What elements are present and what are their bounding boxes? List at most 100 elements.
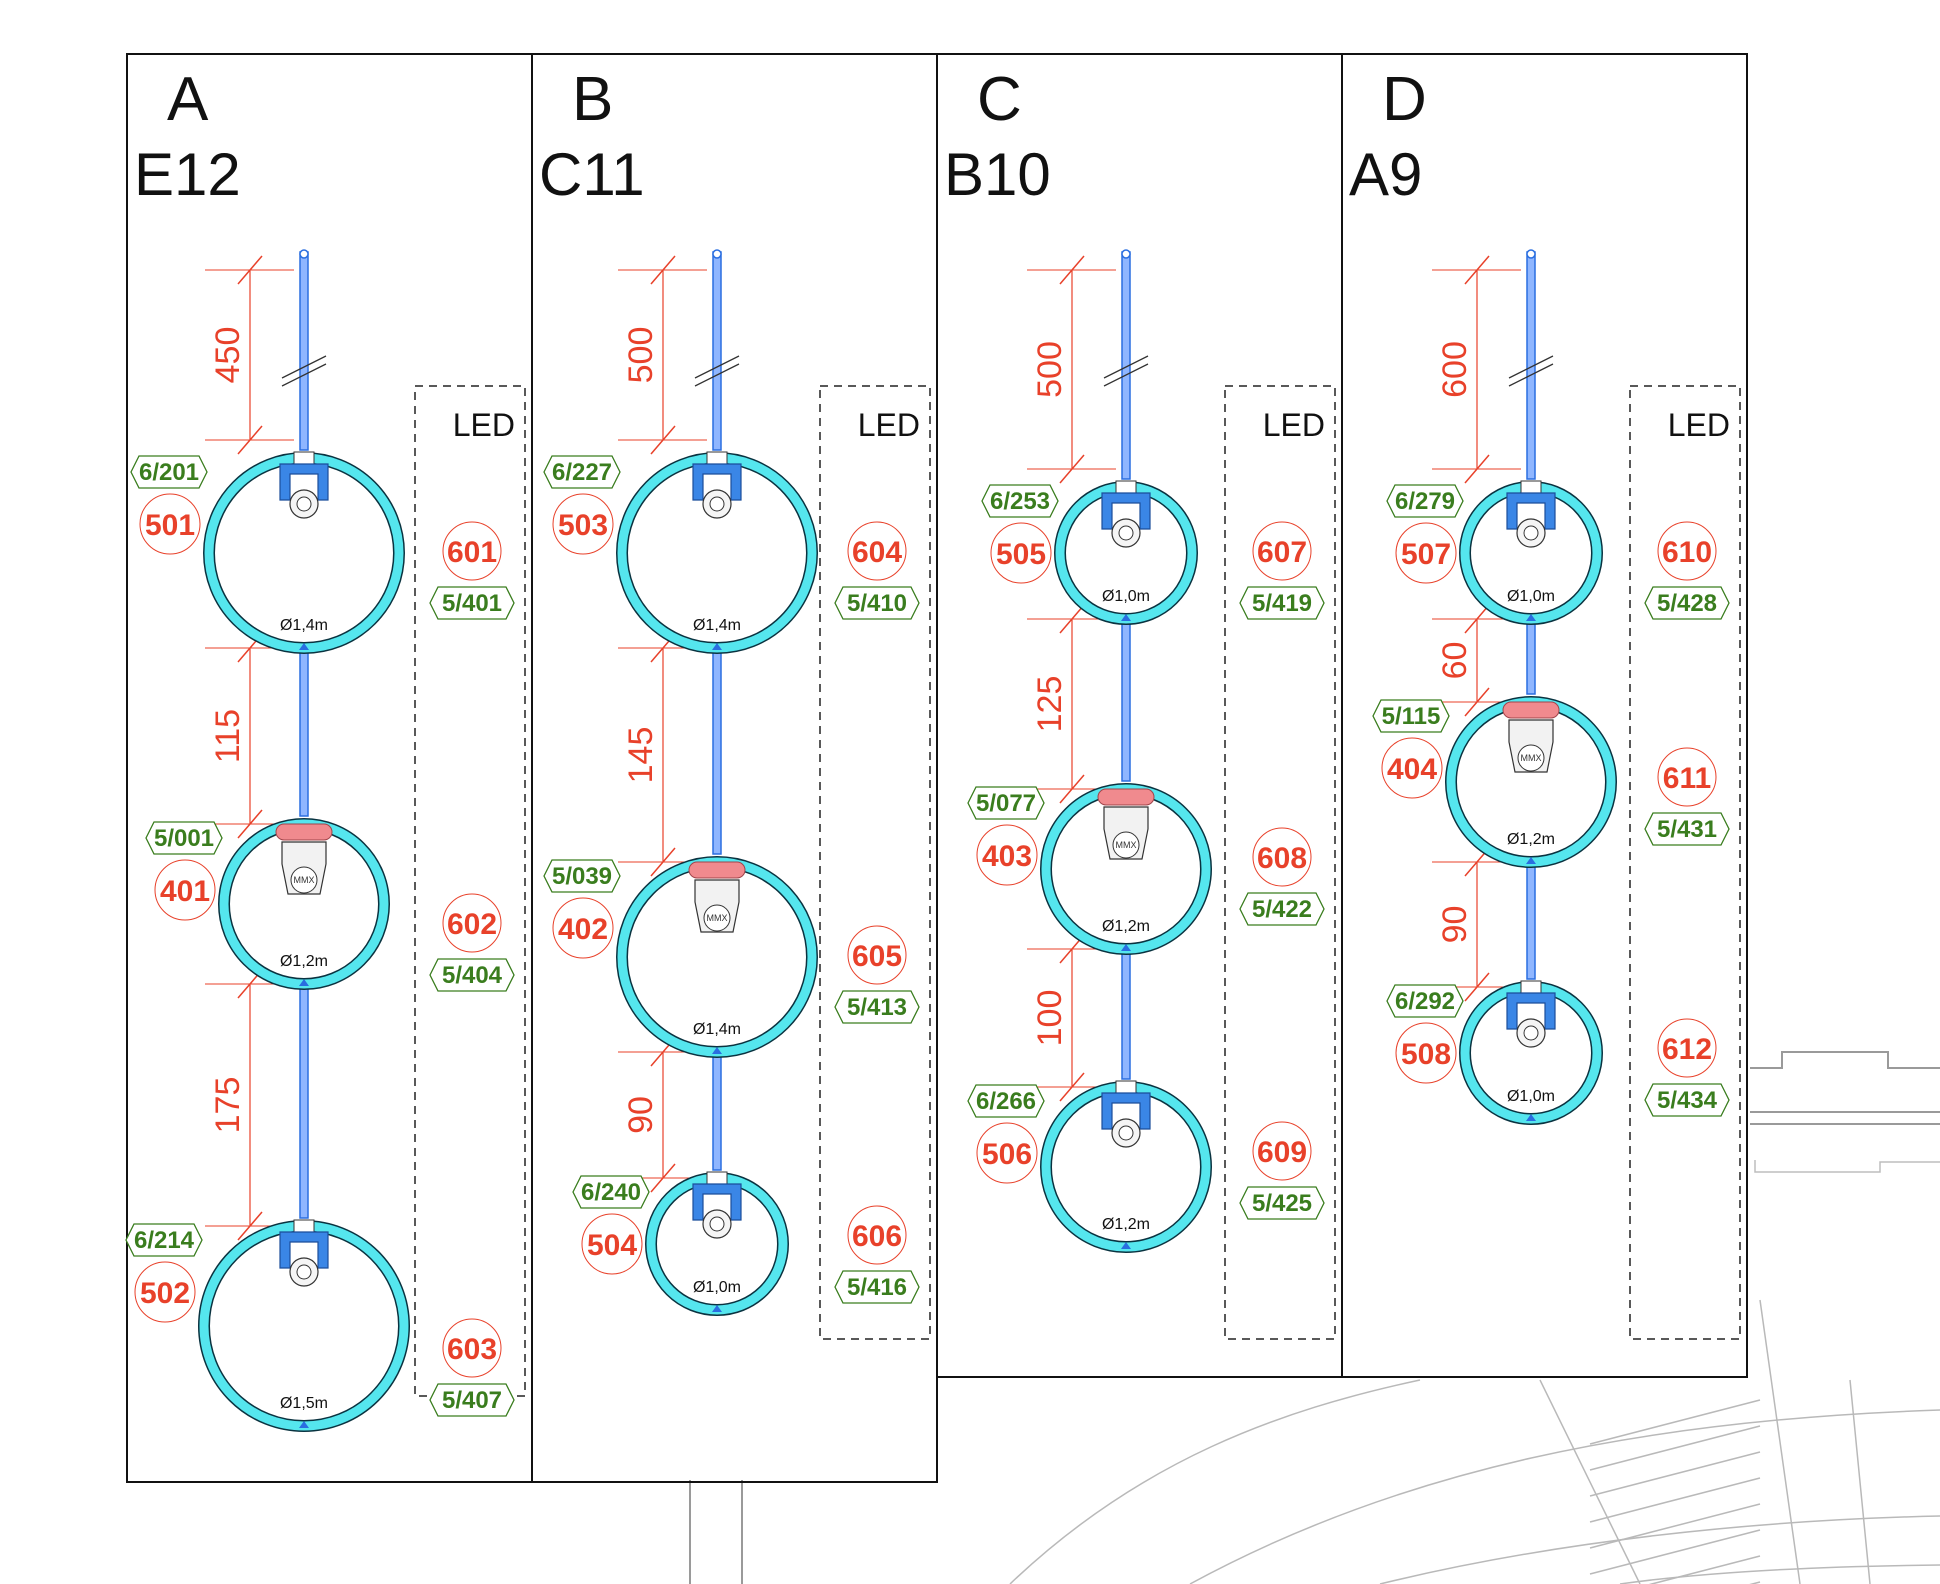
panel-code: B10 xyxy=(944,141,1051,208)
dimension-tick xyxy=(650,425,676,455)
address-tag: 6/279 xyxy=(1386,484,1464,518)
dimension-line: 450 xyxy=(205,255,294,455)
fixture-number-circle xyxy=(976,824,1038,886)
dimension-line: 500 xyxy=(618,255,707,455)
dimension-line: 90 xyxy=(618,1037,707,1193)
address-tag-text: 6/227 xyxy=(552,459,612,486)
clamp xyxy=(293,451,315,465)
fixture-number-text: 506 xyxy=(982,1138,1032,1171)
clamp xyxy=(706,451,728,465)
address-tag-shape xyxy=(572,1175,650,1209)
clamp xyxy=(1520,480,1542,494)
fixture-number-text: 403 xyxy=(982,840,1032,873)
panel-b: BC1150014590Ø1,4m6/227503Ø1,4mMMX5/03940… xyxy=(531,53,938,1483)
address-tag-shape xyxy=(1386,484,1464,518)
dimension-label: 115 xyxy=(209,709,247,763)
dimension-tick xyxy=(1464,454,1490,484)
clamp xyxy=(706,1171,728,1185)
address-tag-text: 6/201 xyxy=(139,459,199,486)
led-number-text: 601 xyxy=(447,536,497,569)
truss-pipe xyxy=(712,251,722,451)
address-tag-text: 6/214 xyxy=(134,1227,195,1254)
ring-diameter-label: Ø1,0m xyxy=(693,1279,741,1296)
panel-border xyxy=(126,53,533,1483)
wall-line xyxy=(689,1480,743,1584)
lens-inner xyxy=(1523,1025,1539,1041)
address-tag-text: 6/266 xyxy=(976,1088,1036,1115)
head-lens xyxy=(1112,831,1140,859)
mmx-fixture-icon: MMX xyxy=(1097,788,1155,860)
break-symbol xyxy=(281,355,327,379)
dimension-tick xyxy=(237,1211,263,1241)
wash-fixture-icon xyxy=(279,451,329,519)
arc-line xyxy=(1379,1515,1940,1584)
led-number-circle xyxy=(442,1318,502,1378)
address-tag: 6/292 xyxy=(1386,984,1464,1018)
led-address-tag-text: 5/407 xyxy=(442,1387,502,1414)
address-tag: 6/266 xyxy=(967,1084,1045,1118)
led-number-text: 611 xyxy=(1663,762,1711,795)
panel-c: CB10500125100Ø1,0m6/253505Ø1,2mMMX5/0774… xyxy=(936,53,1343,1378)
panel-a: AE12450115175Ø1,4m6/201501Ø1,2mMMX5/0014… xyxy=(125,53,533,1483)
yoke xyxy=(1506,492,1556,530)
ring-diameter-label: Ø1,0m xyxy=(1507,1088,1555,1105)
address-tag-shape xyxy=(1386,984,1464,1018)
fixture-number-circle xyxy=(1395,1022,1457,1084)
led-address-tag-shape xyxy=(429,1383,515,1417)
led-address-tag-text: 5/422 xyxy=(1252,896,1312,923)
led-number-circle xyxy=(1252,521,1312,581)
panels-layer: AE12450115175Ø1,4m6/201501Ø1,2mMMX5/0014… xyxy=(125,53,1748,1483)
led-number-circle xyxy=(442,521,502,581)
led-address-tag-text: 5/401 xyxy=(442,590,502,617)
dimension-label: 500 xyxy=(622,327,660,384)
seat-row-line xyxy=(1648,1555,1761,1584)
mmx-label: MMX xyxy=(294,875,315,885)
hook-marker xyxy=(1121,944,1131,951)
led-address-tag-shape xyxy=(1239,586,1325,620)
wall-line xyxy=(1754,1160,1940,1173)
seat-row-line xyxy=(1589,1503,1761,1549)
dimension-tick xyxy=(237,425,263,455)
wall-line xyxy=(1750,1051,1940,1069)
panel-letter: C xyxy=(977,65,1022,134)
led-number-text: 612 xyxy=(1662,1033,1712,1066)
address-tag-text: 5/001 xyxy=(154,825,214,852)
dimension-label: 90 xyxy=(1436,906,1474,944)
yoke xyxy=(1101,1092,1151,1130)
head-lens xyxy=(1517,744,1545,772)
lens-inner xyxy=(709,496,725,512)
fixture-number-circle xyxy=(1381,737,1443,799)
arc-line xyxy=(1009,1379,1421,1584)
break-symbol xyxy=(1103,363,1149,387)
wash-fixture-icon xyxy=(692,1171,742,1239)
pipe-cap xyxy=(299,249,309,259)
led-address-tag-text: 5/404 xyxy=(442,962,503,989)
lens-inner xyxy=(1118,1125,1134,1141)
yoke xyxy=(692,463,742,501)
address-tag-shape xyxy=(125,1223,203,1257)
ring-diameter-label: Ø1,0m xyxy=(1102,588,1150,605)
led-address-tag-shape xyxy=(834,1270,920,1304)
wall-line xyxy=(1750,1111,1940,1125)
clamp-bar xyxy=(1502,701,1560,719)
seat-row-line xyxy=(1589,1451,1761,1497)
hook-marker xyxy=(299,979,309,986)
seat-row-line xyxy=(1589,1399,1761,1445)
hook-marker xyxy=(1121,1242,1131,1249)
dimension-label: 600 xyxy=(1436,341,1474,398)
dimension-label: 100 xyxy=(1031,990,1069,1047)
break-symbol xyxy=(1508,363,1554,387)
fixture-number: 505 xyxy=(990,522,1052,584)
dimension-label: 60 xyxy=(1436,642,1474,680)
led-number-circle xyxy=(847,1205,907,1265)
fixture-number: 403 xyxy=(976,824,1038,886)
